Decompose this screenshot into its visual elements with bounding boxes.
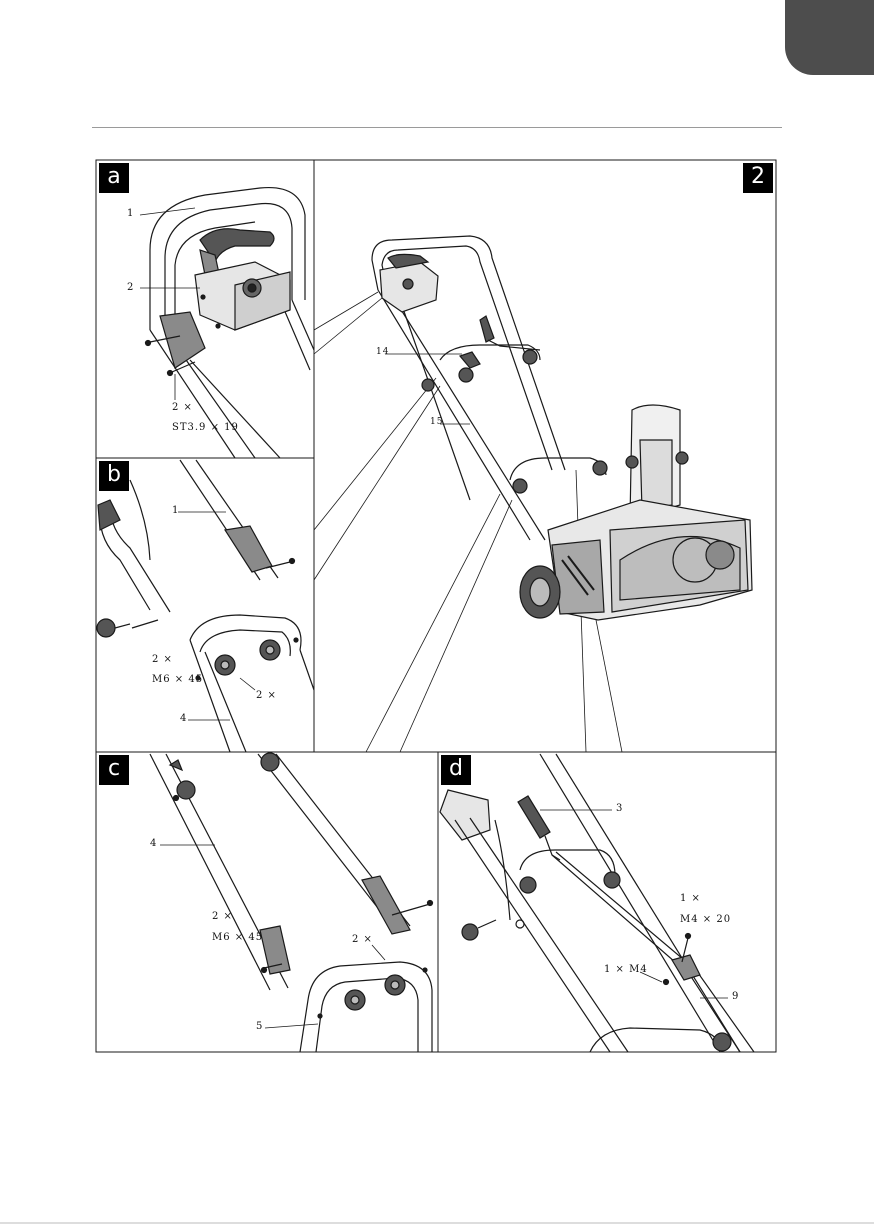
callout-main-14: 14 bbox=[376, 347, 389, 357]
panel-b-frame bbox=[96, 458, 314, 752]
snow-thrower-drawing bbox=[372, 236, 752, 620]
callout-b-4: 4 bbox=[180, 713, 187, 724]
panel-label-main: 2 bbox=[743, 163, 773, 193]
panel-label-b: b bbox=[99, 461, 129, 491]
panel-label-a: a bbox=[99, 163, 129, 193]
callout-c-qty2: 2 × bbox=[352, 934, 373, 945]
callout-c-4: 4 bbox=[150, 838, 157, 849]
callout-a-screw: ST3.9 × 19 bbox=[172, 422, 239, 433]
panel-c-drawing bbox=[150, 753, 433, 1052]
panel-d-frame bbox=[438, 752, 776, 1052]
callout-d-qty1: 1 × bbox=[680, 893, 701, 904]
callout-b-screw: M6 × 45 bbox=[152, 674, 203, 685]
callout-c-5: 5 bbox=[256, 1021, 263, 1032]
callout-b-1: 1 bbox=[172, 505, 179, 516]
callout-a-2: 2 bbox=[127, 282, 134, 293]
callout-c-qty1: 2 × bbox=[212, 911, 233, 922]
callout-d-3: 3 bbox=[616, 803, 623, 814]
callout-d-9: 9 bbox=[732, 991, 739, 1002]
panel-label-c: c bbox=[99, 755, 129, 785]
panel-a-drawing bbox=[140, 188, 314, 458]
panel-d-drawing bbox=[440, 754, 754, 1052]
panel-b-drawing bbox=[97, 460, 314, 752]
panel-main-frame bbox=[314, 160, 776, 752]
panel-label-d: d bbox=[441, 755, 471, 785]
callout-b-qty2: 2 × bbox=[256, 690, 277, 701]
callout-c-screw: M6 × 45 bbox=[212, 932, 263, 943]
callout-a-qty: 2 × bbox=[172, 402, 193, 413]
callout-a-1: 1 bbox=[127, 208, 134, 219]
callout-d-nut: 1 × M4 bbox=[604, 964, 648, 975]
callout-main-15: 15 bbox=[430, 417, 443, 427]
callout-b-qty1: 2 × bbox=[152, 654, 173, 665]
callout-d-screw: M4 × 20 bbox=[680, 914, 731, 925]
